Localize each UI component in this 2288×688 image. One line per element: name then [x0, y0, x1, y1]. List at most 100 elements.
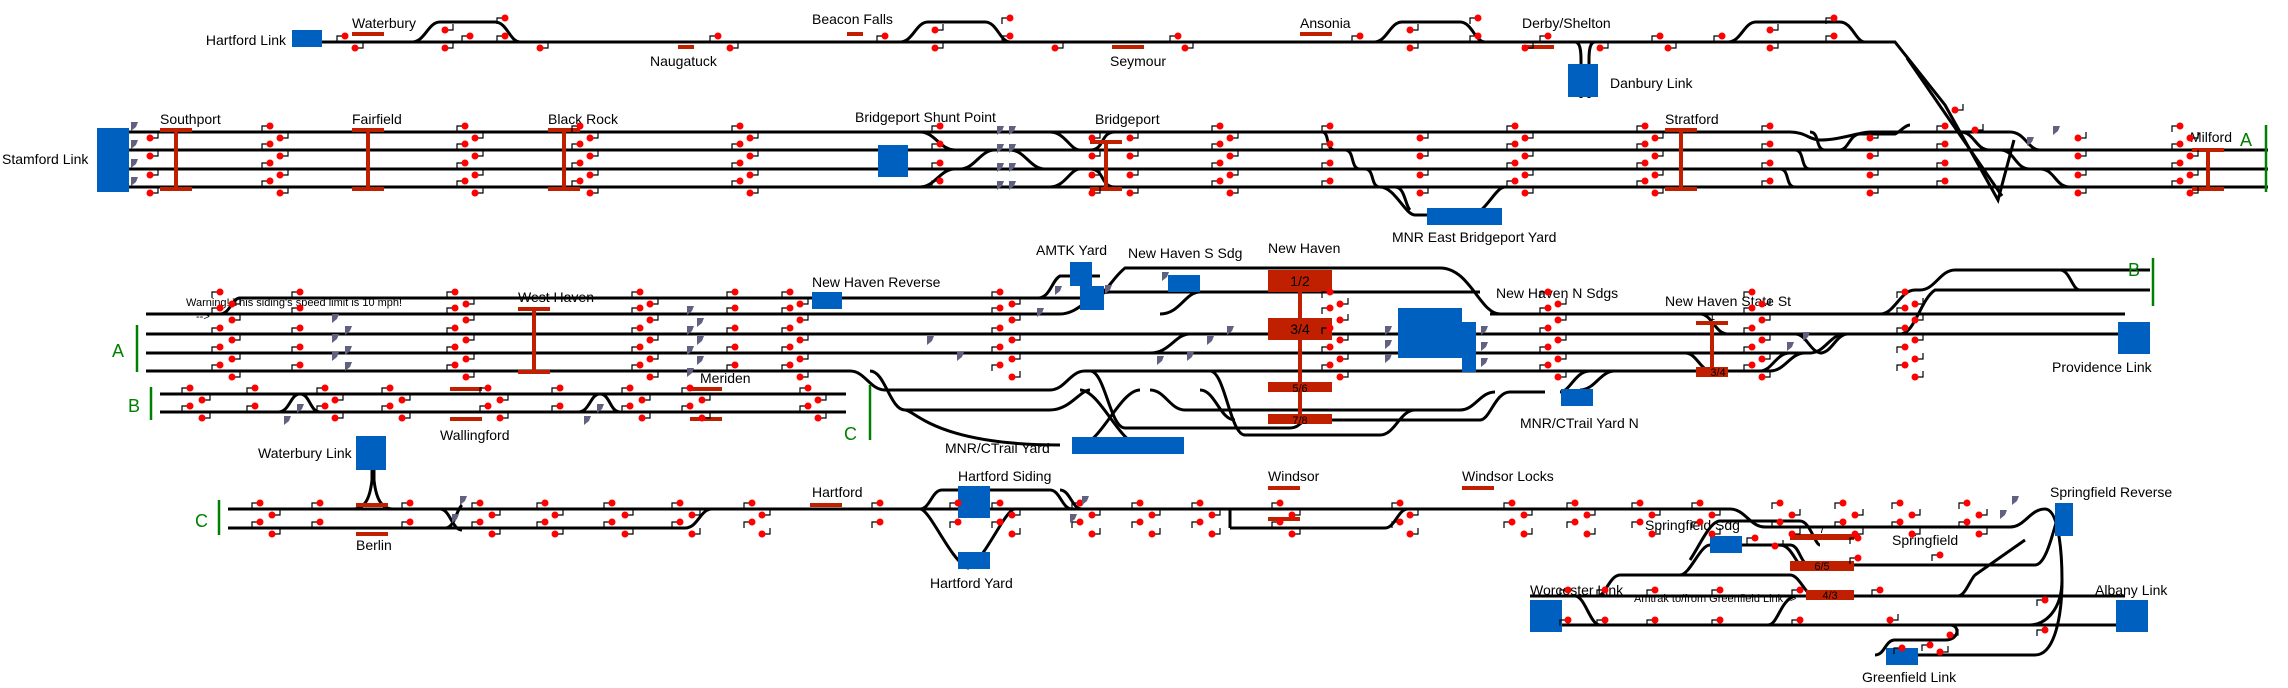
signal-icon[interactable]: [1131, 499, 1144, 510]
signal-icon[interactable]: [1416, 169, 1429, 179]
points-indicator-icon[interactable]: [1009, 163, 1016, 172]
points-indicator-icon[interactable]: [1385, 354, 1392, 363]
signal-icon[interactable]: [1001, 32, 1014, 43]
signal-icon[interactable]: [1336, 334, 1349, 344]
signal-icon[interactable]: [1758, 314, 1771, 324]
points-indicator-icon[interactable]: [1481, 326, 1488, 335]
signal-icon[interactable]: [671, 499, 684, 510]
signal-icon[interactable]: [1743, 361, 1756, 372]
signal-icon[interactable]: [536, 499, 549, 510]
signal-icon[interactable]: [1758, 298, 1771, 308]
signal-icon[interactable]: [1936, 646, 1949, 656]
signal-icon[interactable]: [146, 132, 159, 142]
signal-icon[interactable]: [211, 343, 224, 354]
signal-icon[interactable]: [2171, 177, 2184, 188]
signal-icon[interactable]: [1566, 518, 1579, 529]
signal-icon[interactable]: [586, 132, 599, 142]
points-indicator-icon[interactable]: [687, 346, 694, 355]
signal-icon[interactable]: [1521, 169, 1534, 179]
signal-icon[interactable]: [1583, 509, 1596, 519]
signal-icon[interactable]: [268, 509, 281, 519]
signal-icon[interactable]: [814, 412, 827, 422]
signal-icon[interactable]: [1746, 534, 1759, 545]
signal-icon[interactable]: [211, 288, 224, 299]
signal-icon[interactable]: [1211, 159, 1224, 170]
signal-icon[interactable]: [1001, 14, 1014, 25]
signal-icon[interactable]: [228, 353, 241, 363]
signal-icon[interactable]: [401, 518, 414, 529]
signal-icon[interactable]: [462, 353, 475, 363]
signal-icon[interactable]: [1554, 353, 1567, 363]
signal-icon[interactable]: [1520, 509, 1533, 519]
signal-icon[interactable]: [1908, 509, 1921, 519]
mnr-east-bridgeport-yard[interactable]: [1427, 208, 1502, 225]
signal-icon[interactable]: [2171, 140, 2184, 151]
signal-icon[interactable]: [1321, 288, 1334, 299]
signal-icon[interactable]: [1921, 641, 1934, 652]
signal-icon[interactable]: [638, 394, 651, 404]
signal-icon[interactable]: [743, 518, 756, 529]
signal-icon[interactable]: [671, 518, 684, 529]
signal-icon[interactable]: [1908, 528, 1921, 538]
signal-icon[interactable]: [1771, 499, 1784, 510]
signal-icon[interactable]: [1851, 509, 1864, 519]
signal-icon[interactable]: [1211, 140, 1224, 151]
signal-icon[interactable]: [991, 361, 1004, 372]
signal-icon[interactable]: [351, 42, 364, 52]
signal-icon[interactable]: [1271, 499, 1284, 510]
signal-icon[interactable]: [1469, 32, 1482, 43]
signal-icon[interactable]: [291, 304, 304, 315]
signal-icon[interactable]: [746, 187, 759, 197]
signal-icon[interactable]: [646, 314, 659, 324]
signal-icon[interactable]: [1169, 32, 1182, 43]
points-indicator-icon[interactable]: [332, 334, 339, 343]
signal-icon[interactable]: [311, 499, 324, 510]
signal-icon[interactable]: [1088, 187, 1101, 197]
signal-icon[interactable]: [381, 402, 394, 413]
signal-icon[interactable]: [211, 361, 224, 372]
signal-icon[interactable]: [796, 353, 809, 363]
signal-icon[interactable]: [2171, 122, 2184, 133]
signal-icon[interactable]: [471, 518, 484, 529]
danbury-link[interactable]: [1568, 64, 1598, 97]
signal-icon[interactable]: [1631, 518, 1644, 529]
signal-icon[interactable]: [1893, 644, 1906, 655]
signal-icon[interactable]: [1648, 509, 1661, 519]
signal-icon[interactable]: [1148, 509, 1161, 519]
signal-icon[interactable]: [1636, 140, 1649, 151]
signal-icon[interactable]: [1391, 518, 1404, 529]
signal-icon[interactable]: [681, 384, 694, 395]
signal-icon[interactable]: [316, 402, 329, 413]
worcester-link[interactable]: [1530, 600, 1562, 632]
points-indicator-icon[interactable]: [997, 144, 1004, 153]
signal-icon[interactable]: [731, 140, 744, 151]
signal-icon[interactable]: [796, 334, 809, 344]
signal-icon[interactable]: [1126, 187, 1139, 197]
signal-icon[interactable]: [1791, 616, 1804, 627]
points-indicator-icon[interactable]: [1385, 326, 1392, 335]
signal-icon[interactable]: [746, 169, 759, 179]
signal-icon[interactable]: [1691, 518, 1704, 529]
points-indicator-icon[interactable]: [997, 126, 1004, 135]
signal-icon[interactable]: [1866, 150, 1879, 160]
waterbury-link[interactable]: [356, 436, 386, 470]
signal-icon[interactable]: [1521, 42, 1534, 52]
signal-icon[interactable]: [401, 499, 414, 510]
signal-icon[interactable]: [726, 288, 739, 299]
signal-icon[interactable]: [1554, 314, 1567, 324]
signal-icon[interactable]: [931, 24, 944, 34]
signal-icon[interactable]: [1336, 371, 1349, 381]
signal-icon[interactable]: [1406, 24, 1419, 34]
signal-icon[interactable]: [1406, 509, 1419, 519]
signal-icon[interactable]: [1761, 140, 1774, 151]
signal-icon[interactable]: [1646, 586, 1659, 597]
signal-icon[interactable]: [1416, 150, 1429, 160]
new-haven-n-sdgs-link[interactable]: [1398, 308, 1476, 372]
signal-icon[interactable]: [1761, 159, 1774, 170]
signal-icon[interactable]: [726, 343, 739, 354]
signal-icon[interactable]: [1743, 324, 1756, 335]
signal-icon[interactable]: [731, 122, 744, 133]
signal-icon[interactable]: [471, 499, 484, 510]
signal-icon[interactable]: [1521, 187, 1534, 197]
signal-icon[interactable]: [1891, 518, 1904, 529]
